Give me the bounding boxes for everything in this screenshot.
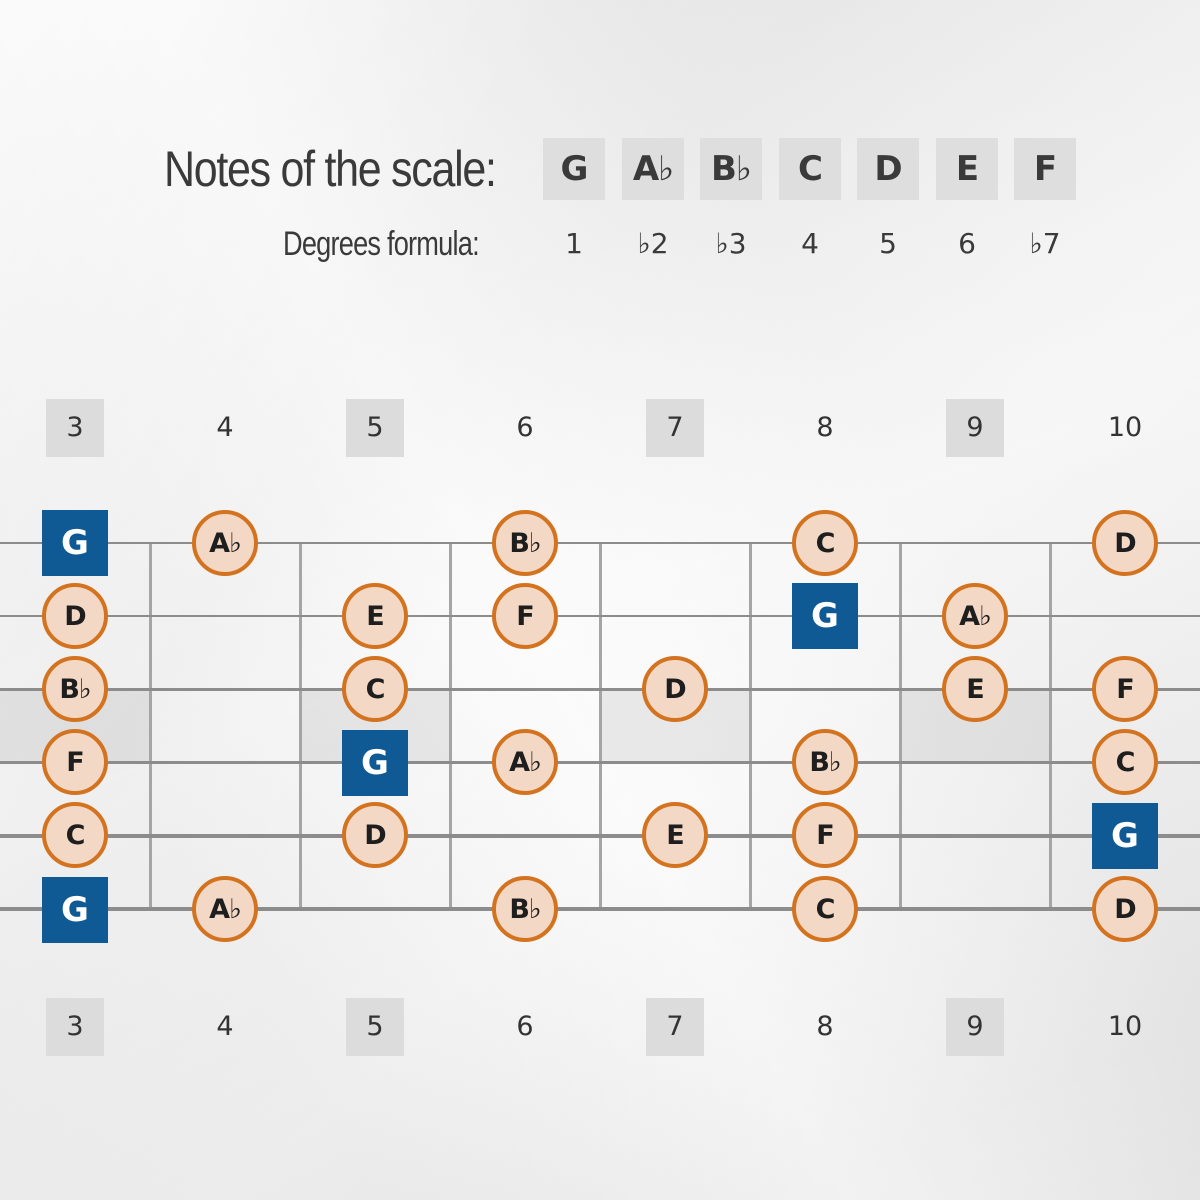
fret-number-bottom: 10 (1107, 1011, 1143, 1042)
scale-note-marker: D (42, 583, 108, 649)
fret-number-bottom: 4 (216, 1011, 234, 1042)
scale-note-marker: A♭ (492, 729, 558, 795)
degree-5: 5 (879, 227, 897, 260)
fret-number-bottom: 3 (46, 998, 104, 1056)
scale-note-6: E (936, 138, 998, 200)
scale-note-1: G (543, 138, 605, 200)
fret-line (299, 543, 302, 910)
scale-note-marker: C (1092, 729, 1158, 795)
root-note-marker: G (792, 583, 858, 649)
degree-2: ♭2 (637, 227, 669, 260)
scale-note-marker: B♭ (42, 656, 108, 722)
scale-note-5: D (857, 138, 919, 200)
notes-of-scale-label: Notes of the scale: (164, 141, 497, 197)
scale-note-marker: D (1092, 510, 1158, 576)
fret-number-top: 7 (646, 399, 704, 457)
string-4 (0, 761, 1200, 764)
scale-note-marker: B♭ (492, 510, 558, 576)
fret-number-top: 10 (1107, 412, 1143, 443)
scale-note-marker: A♭ (192, 510, 258, 576)
scale-note-marker: F (792, 802, 858, 868)
degrees-formula-label: Degrees formula: (283, 225, 480, 263)
fret-line (599, 543, 602, 910)
fret-number-bottom: 7 (646, 998, 704, 1056)
scale-note-marker: D (342, 802, 408, 868)
scale-note-marker: C (792, 510, 858, 576)
fret-number-top: 5 (346, 399, 404, 457)
fret-line (749, 543, 752, 910)
fret-number-bottom: 5 (346, 998, 404, 1056)
scale-note-marker: B♭ (492, 876, 558, 942)
scale-note-marker: A♭ (942, 583, 1008, 649)
root-note-marker: G (42, 877, 108, 943)
fret-line (1049, 543, 1052, 910)
degree-1: 1 (565, 227, 583, 260)
scale-note-3: B♭ (700, 138, 762, 200)
scale-note-marker: F (42, 729, 108, 795)
scale-note-marker: E (642, 802, 708, 868)
fret-line (899, 543, 902, 910)
scale-note-marker: F (1092, 656, 1158, 722)
scale-note-4: C (779, 138, 841, 200)
fret-number-top: 9 (946, 399, 1004, 457)
string-1 (0, 542, 1200, 544)
root-note-marker: G (342, 730, 408, 796)
fret-line (449, 543, 452, 910)
fret-number-top: 3 (46, 399, 104, 457)
scale-note-marker: A♭ (192, 876, 258, 942)
string-5 (0, 834, 1200, 838)
degree-4: 4 (801, 227, 819, 260)
degree-7: ♭7 (1029, 227, 1061, 260)
fret-number-top: 4 (216, 412, 234, 443)
scale-note-marker: E (942, 656, 1008, 722)
fret-number-bottom: 6 (516, 1011, 534, 1042)
scale-note-7: F (1014, 138, 1076, 200)
scale-note-marker: E (342, 583, 408, 649)
fret-number-top: 6 (516, 412, 534, 443)
string-2 (0, 615, 1200, 617)
fret-number-top: 8 (816, 412, 834, 443)
fret-line (149, 543, 152, 910)
scale-note-marker: D (1092, 876, 1158, 942)
fret-number-bottom: 9 (946, 998, 1004, 1056)
scale-note-2: A♭ (622, 138, 684, 200)
degree-6: 6 (958, 227, 976, 260)
scale-note-marker: C (42, 802, 108, 868)
degree-3: ♭3 (715, 227, 747, 260)
scale-note-marker: D (642, 656, 708, 722)
root-note-marker: G (42, 510, 108, 576)
string-6 (0, 907, 1200, 911)
string-3 (0, 688, 1200, 691)
scale-note-marker: F (492, 583, 558, 649)
root-note-marker: G (1092, 803, 1158, 869)
scale-note-marker: C (342, 656, 408, 722)
scale-note-marker: C (792, 876, 858, 942)
scale-note-marker: B♭ (792, 729, 858, 795)
fret-number-bottom: 8 (816, 1011, 834, 1042)
